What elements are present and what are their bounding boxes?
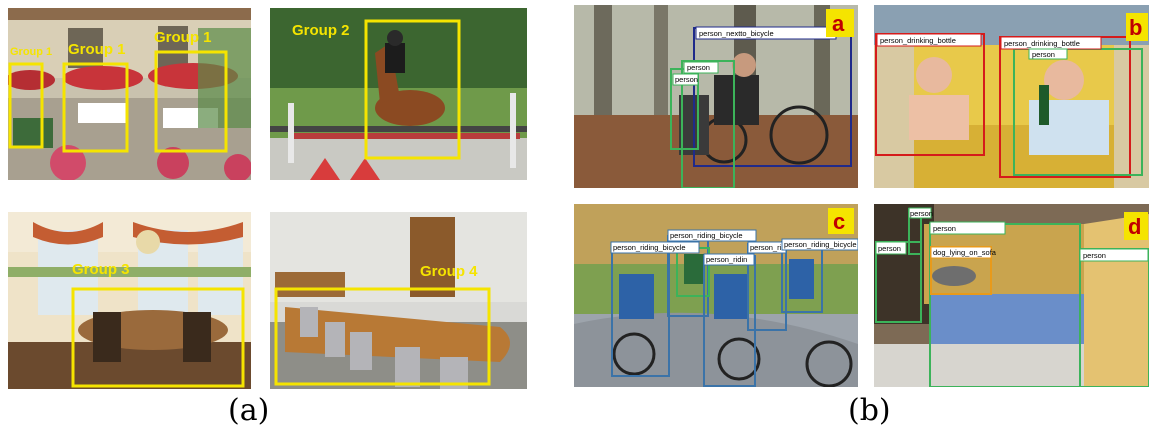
- relation-label: person_drinking_bottle: [880, 36, 956, 45]
- photo-restaurant-terrace: Group 1 Group 1 Group 1: [8, 8, 251, 180]
- group-box: [274, 287, 491, 386]
- group-label: Group 1: [68, 41, 126, 58]
- photo-cyclists: person_riding_bicycle person_riding_bicy…: [574, 204, 858, 387]
- relation-label: person_riding_bicycle: [613, 243, 686, 252]
- relation-label: person_nextto_bicycle: [699, 29, 774, 38]
- group-box: [8, 62, 44, 149]
- caption-b: (b): [848, 393, 891, 428]
- relation-label: person_riding_bicycle: [670, 231, 743, 240]
- group-label: Group 3: [72, 261, 130, 278]
- corner-letter: b: [1129, 15, 1142, 40]
- photo-children-drinking: person_drinking_bottle person_drinking_b…: [874, 5, 1149, 188]
- photo-conference-room: Group 4: [270, 212, 527, 389]
- caption-a: (a): [228, 393, 270, 428]
- photo-forest-bicycle: person_nextto_bicycle person person a: [574, 5, 858, 188]
- relation-label: dog_lying_on_sofa: [933, 248, 997, 257]
- group-box: [364, 19, 461, 160]
- group-label: Group 1: [154, 29, 212, 46]
- relation-label: person_ridin: [706, 255, 747, 264]
- photo-dining-room: Group 3: [8, 212, 251, 389]
- group-label: Group 2: [292, 22, 350, 39]
- corner-letter: c: [833, 209, 845, 234]
- corner-letter: a: [832, 11, 845, 36]
- group-box: [154, 50, 228, 153]
- group-box: [62, 62, 129, 153]
- group-label: Group 4: [420, 263, 478, 280]
- relation-label: person: [910, 209, 933, 218]
- relation-label: person: [1032, 50, 1055, 59]
- group-label: Group 1: [10, 46, 52, 58]
- relation-label: person: [933, 224, 956, 233]
- relation-label: person_drinking_bottle: [1004, 39, 1080, 48]
- corner-letter: d: [1128, 214, 1141, 239]
- relation-label: person: [675, 75, 698, 84]
- photo-horse-jump: Group 2: [270, 8, 527, 180]
- photo-dog-sofa: person person person dog_lying_on_sofa p…: [874, 204, 1149, 387]
- relation-box-green: [681, 60, 735, 188]
- relation-label: person_rid: [750, 243, 785, 252]
- relation-label: person: [687, 63, 710, 72]
- relation-label: person: [1083, 251, 1106, 260]
- relation-label: person: [878, 244, 901, 253]
- relation-label: person_riding_bicycle: [784, 240, 857, 249]
- group-box: [71, 287, 245, 388]
